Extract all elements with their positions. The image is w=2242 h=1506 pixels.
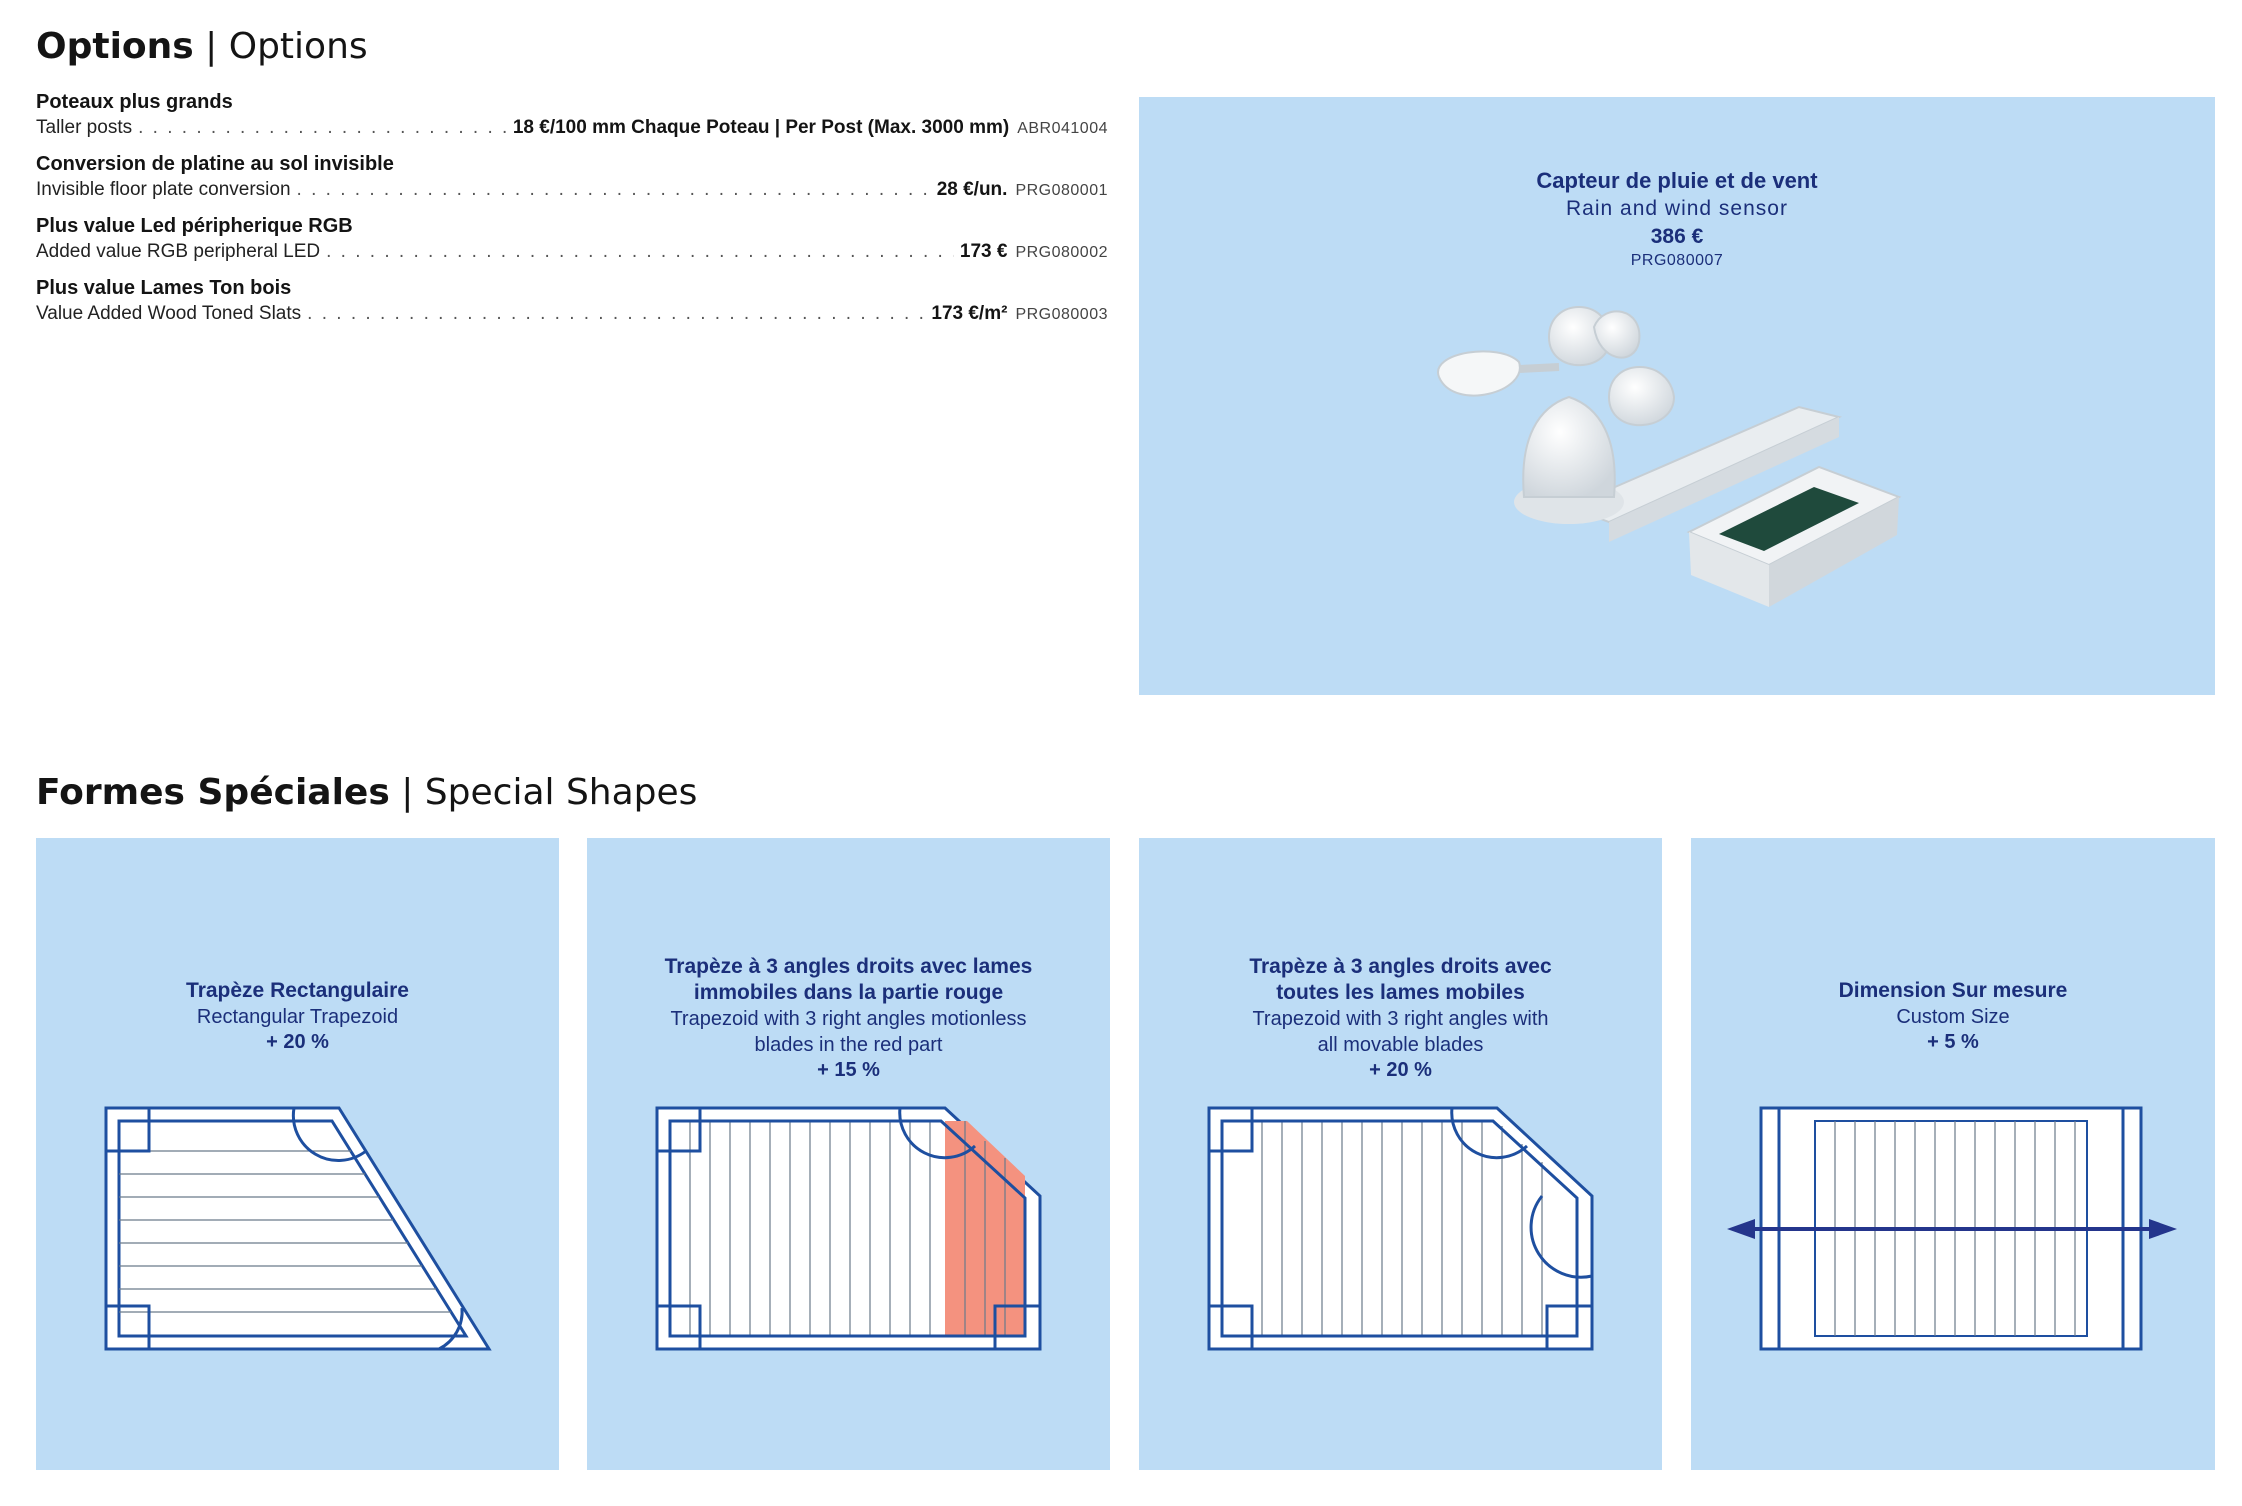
option-label-fr: Plus value Lames Ton bois <box>36 277 292 299</box>
rain-wind-sensor-icon <box>1437 306 1902 607</box>
shape-title-fr-line2: toutes les lames mobiles <box>1276 981 1525 1004</box>
shape-title-fr: Dimension Sur mesure <box>1838 979 2068 1002</box>
shape-title-fr-line1: Trapèze à 3 angles droits avec <box>1249 955 1552 978</box>
shape-title-en-line1: Trapezoid with 3 right angles with <box>1252 1008 1549 1030</box>
shapes-heading-fr: Formes Spéciales <box>36 772 390 813</box>
shape-title-fr: Trapèze Rectangulaire <box>186 979 409 1002</box>
option-item: Conversion de platine au sol invisible I… <box>36 151 1108 204</box>
option-ref: PRG080002 <box>1015 244 1108 261</box>
sensor-price: 386 € <box>1650 225 1704 248</box>
sensor-title-en: Rain and wind sensor <box>1566 197 1788 220</box>
shape-caption: Trapèze à 3 angles droits avec lames imm… <box>587 954 1110 1082</box>
shape-panel-custom-size: Dimension Sur mesure Custom Size + 5 % <box>1691 838 2215 1470</box>
shape-surcharge: + 15 % <box>817 1059 880 1081</box>
option-label-en: Invisible floor plate conversion <box>36 179 291 200</box>
option-label-en: Taller posts <box>36 117 133 138</box>
sensor-panel: Capteur de pluie et de vent Rain and win… <box>1139 97 2215 695</box>
shape-caption: Trapèze Rectangulaire Rectangular Trapez… <box>36 978 559 1054</box>
shape-caption: Dimension Sur mesure Custom Size + 5 % <box>1691 978 2215 1054</box>
shapes-heading-en: Special Shapes <box>424 772 698 813</box>
shape-title-en-line2: all movable blades <box>1317 1034 1484 1056</box>
option-ref: ABR041004 <box>1017 120 1108 137</box>
option-label-en: Value Added Wood Toned Slats <box>36 303 302 324</box>
option-item: Plus value Led péripherique RGB Added va… <box>36 213 1108 266</box>
leader-dots <box>326 239 954 265</box>
heading-separator: | <box>193 26 229 67</box>
shape-surcharge: + 20 % <box>1369 1059 1432 1081</box>
options-heading-en: Options <box>228 26 368 67</box>
options-heading-fr: Options <box>36 26 194 67</box>
shape-panel-rectangular-trapezoid: Trapèze Rectangulaire Rectangular Trapez… <box>36 838 559 1470</box>
shape-caption: Trapèze à 3 angles droits avec toutes le… <box>1139 954 1662 1082</box>
sensor-caption: Capteur de pluie et de vent Rain and win… <box>1139 167 2215 271</box>
option-label-fr: Conversion de platine au sol invisible <box>36 153 394 175</box>
option-item: Plus value Lames Ton bois Value Added Wo… <box>36 275 1108 328</box>
leader-dots <box>138 115 507 141</box>
option-label-fr: Poteaux plus grands <box>36 91 233 113</box>
shapes-heading: Formes Spéciales | Special Shapes <box>36 772 697 813</box>
shape-title-fr-line1: Trapèze à 3 angles droits avec lames <box>664 955 1033 978</box>
sensor-ref: PRG080007 <box>1630 252 1724 269</box>
shape-panel-trapezoid-movable-blades: Trapèze à 3 angles droits avec toutes le… <box>1139 838 1662 1470</box>
option-price: 28 €/un. <box>936 179 1008 200</box>
option-price: 173 € <box>959 241 1008 262</box>
option-ref: PRG080001 <box>1015 182 1108 199</box>
sensor-title-fr: Capteur de pluie et de vent <box>1536 168 1818 193</box>
custom-size-diagram <box>1727 1106 2177 1351</box>
option-label-fr: Plus value Led péripherique RGB <box>36 215 353 237</box>
option-price: 173 €/m² <box>931 303 1008 324</box>
option-price: 18 €/100 mm Chaque Poteau | Per Post (Ma… <box>512 117 1010 138</box>
leader-dots <box>307 301 925 327</box>
shape-surcharge: + 20 % <box>266 1031 329 1053</box>
leader-dots <box>297 177 931 203</box>
heading-separator: | <box>389 772 425 813</box>
trapezoid-movable-blades-diagram <box>1207 1106 1594 1351</box>
trapezoid-fixed-blades-diagram <box>655 1106 1042 1351</box>
shape-title-en: Rectangular Trapezoid <box>196 1006 399 1028</box>
rectangular-trapezoid-diagram <box>104 1106 492 1351</box>
shape-title-en-line1: Trapezoid with 3 right angles motionless <box>670 1008 1027 1030</box>
option-ref: PRG080003 <box>1015 306 1108 323</box>
options-heading: Options | Options <box>36 26 368 67</box>
option-label-en: Added value RGB peripheral LED <box>36 241 321 262</box>
shape-title-en-line2: blades in the red part <box>754 1034 943 1056</box>
shape-surcharge: + 5 % <box>1927 1031 1979 1053</box>
shape-title-en: Custom Size <box>1896 1006 2010 1028</box>
shape-title-fr-line2: immobiles dans la partie rouge <box>693 981 1004 1004</box>
shape-panel-trapezoid-fixed-blades: Trapèze à 3 angles droits avec lames imm… <box>587 838 1110 1470</box>
option-item: Poteaux plus grands Taller posts 18 €/10… <box>36 89 1108 142</box>
